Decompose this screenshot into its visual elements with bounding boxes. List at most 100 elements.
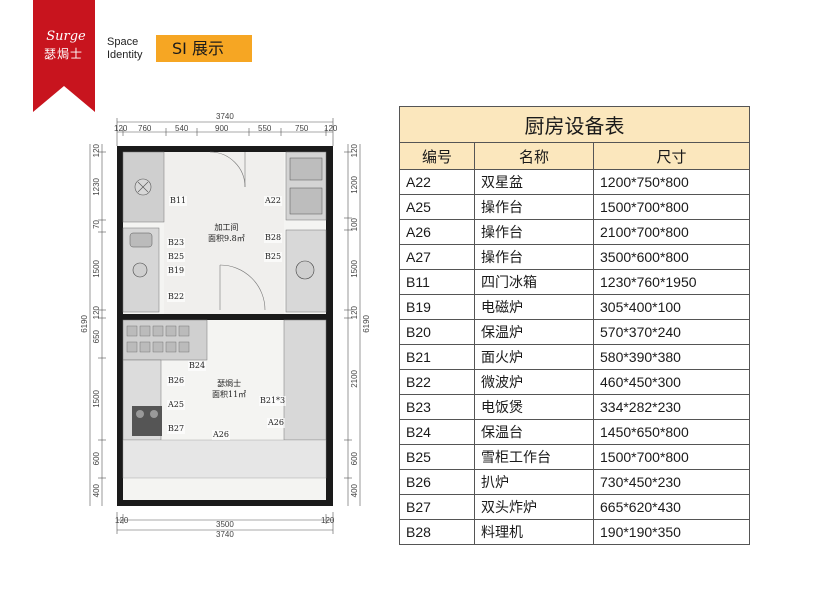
cell-name: 双头炸炉 [474, 494, 594, 520]
room-label-processing: 加工间 面积9.8㎡ [208, 222, 245, 244]
cell-name: 扒炉 [474, 469, 594, 495]
dim-right-seg: 1500 [350, 260, 359, 278]
cell-name: 操作台 [474, 244, 594, 270]
equipment-tag: A26 [212, 430, 230, 440]
dim-left-seg: 1500 [92, 390, 101, 408]
dim-right-seg: 120 [350, 306, 359, 320]
cell-size: 1450*650*800 [593, 419, 750, 445]
dim-bottom-total: 3740 [216, 530, 234, 539]
cell-code: B27 [399, 494, 475, 520]
cell-name: 双星盆 [474, 169, 594, 195]
equipment-tag: A25 [167, 400, 185, 410]
dim-left-seg: 650 [92, 330, 101, 344]
equipment-tag: B25 [264, 252, 283, 262]
cell-code: B23 [399, 394, 475, 420]
equipment-tag: B25 [167, 252, 186, 262]
section-tag: SI 展示 [156, 35, 252, 62]
dim-right-seg: 100 [350, 218, 359, 232]
cell-size: 1200*750*800 [593, 169, 750, 195]
brand-logo-chinese: 瑟焗士 [44, 47, 84, 61]
equipment-tag: B24 [188, 361, 207, 371]
dim-right-seg: 600 [350, 452, 359, 466]
space-identity-text: Space Identity [107, 36, 142, 62]
column-header-code: 编号 [399, 142, 475, 170]
dim-right-seg: 400 [350, 484, 359, 498]
cell-code: B25 [399, 444, 475, 470]
column-header-name: 名称 [474, 142, 594, 170]
cell-name: 四门冰箱 [474, 269, 594, 295]
cell-name: 操作台 [474, 219, 594, 245]
dim-top-seg: 900 [215, 124, 229, 133]
cell-code: A26 [399, 219, 475, 245]
equipment-tag: B21*3 [259, 396, 287, 406]
room-label-surge: 瑟焗士 面积11㎡ [212, 378, 246, 400]
cell-code: A25 [399, 194, 475, 220]
cell-size: 580*390*380 [593, 344, 750, 370]
dim-bottom-left-end: 120 [115, 516, 129, 525]
cell-size: 730*450*230 [593, 469, 750, 495]
brand-ribbon [33, 0, 95, 112]
cell-size: 1500*700*800 [593, 444, 750, 470]
cell-size: 665*620*430 [593, 494, 750, 520]
table-title: 厨房设备表 [399, 106, 750, 143]
cell-code: A22 [399, 169, 475, 195]
equipment-tag: B19 [167, 266, 186, 276]
floor-plan: 3740 120 760 540 900 550 750 120 120 350… [80, 100, 380, 570]
equipment-tag: B27 [167, 424, 186, 434]
dim-left-seg: 120 [92, 144, 101, 158]
cell-code: B26 [399, 469, 475, 495]
cell-name: 面火炉 [474, 344, 594, 370]
cell-size: 190*190*350 [593, 519, 750, 545]
dim-right-seg: 120 [350, 144, 359, 158]
cell-code: B19 [399, 294, 475, 320]
dim-left-seg: 1500 [92, 260, 101, 278]
dim-left-seg: 70 [92, 220, 101, 229]
dim-top-seg: 120 [114, 124, 128, 133]
cell-name: 保温炉 [474, 319, 594, 345]
cell-size: 1500*700*800 [593, 194, 750, 220]
cell-code: B28 [399, 519, 475, 545]
dim-left-total: 6190 [80, 315, 89, 333]
cell-code: B11 [399, 269, 475, 295]
equipment-tag: A26 [267, 418, 285, 428]
cell-name: 操作台 [474, 194, 594, 220]
floor-plan-drawing [89, 118, 361, 534]
brand-logo-script: Surge [46, 29, 86, 44]
cell-name: 雪柜工作台 [474, 444, 594, 470]
cell-name: 料理机 [474, 519, 594, 545]
dim-right-total: 6190 [362, 315, 371, 333]
cell-size: 3500*600*800 [593, 244, 750, 270]
room-area: 面积11㎡ [212, 390, 247, 399]
equipment-tag: A22 [264, 196, 282, 206]
dim-bottom-right-end: 120 [321, 516, 335, 525]
cell-size: 305*400*100 [593, 294, 750, 320]
cell-size: 2100*700*800 [593, 219, 750, 245]
cell-name: 微波炉 [474, 369, 594, 395]
dim-left-seg: 1230 [92, 178, 101, 196]
cell-code: B21 [399, 344, 475, 370]
cell-name: 电磁炉 [474, 294, 594, 320]
dim-left-seg: 400 [92, 484, 101, 498]
room-area: 面积9.8㎡ [208, 234, 245, 243]
equipment-tag: B23 [167, 238, 186, 248]
equipment-tag: B11 [169, 196, 188, 206]
cell-name: 保温台 [474, 419, 594, 445]
room-name: 加工间 [214, 223, 239, 232]
dim-top-total: 3740 [216, 112, 234, 121]
room-name: 瑟焗士 [217, 379, 242, 388]
dim-left-seg: 120 [92, 306, 101, 320]
dim-top-seg: 760 [138, 124, 152, 133]
dim-top-seg: 120 [324, 124, 338, 133]
